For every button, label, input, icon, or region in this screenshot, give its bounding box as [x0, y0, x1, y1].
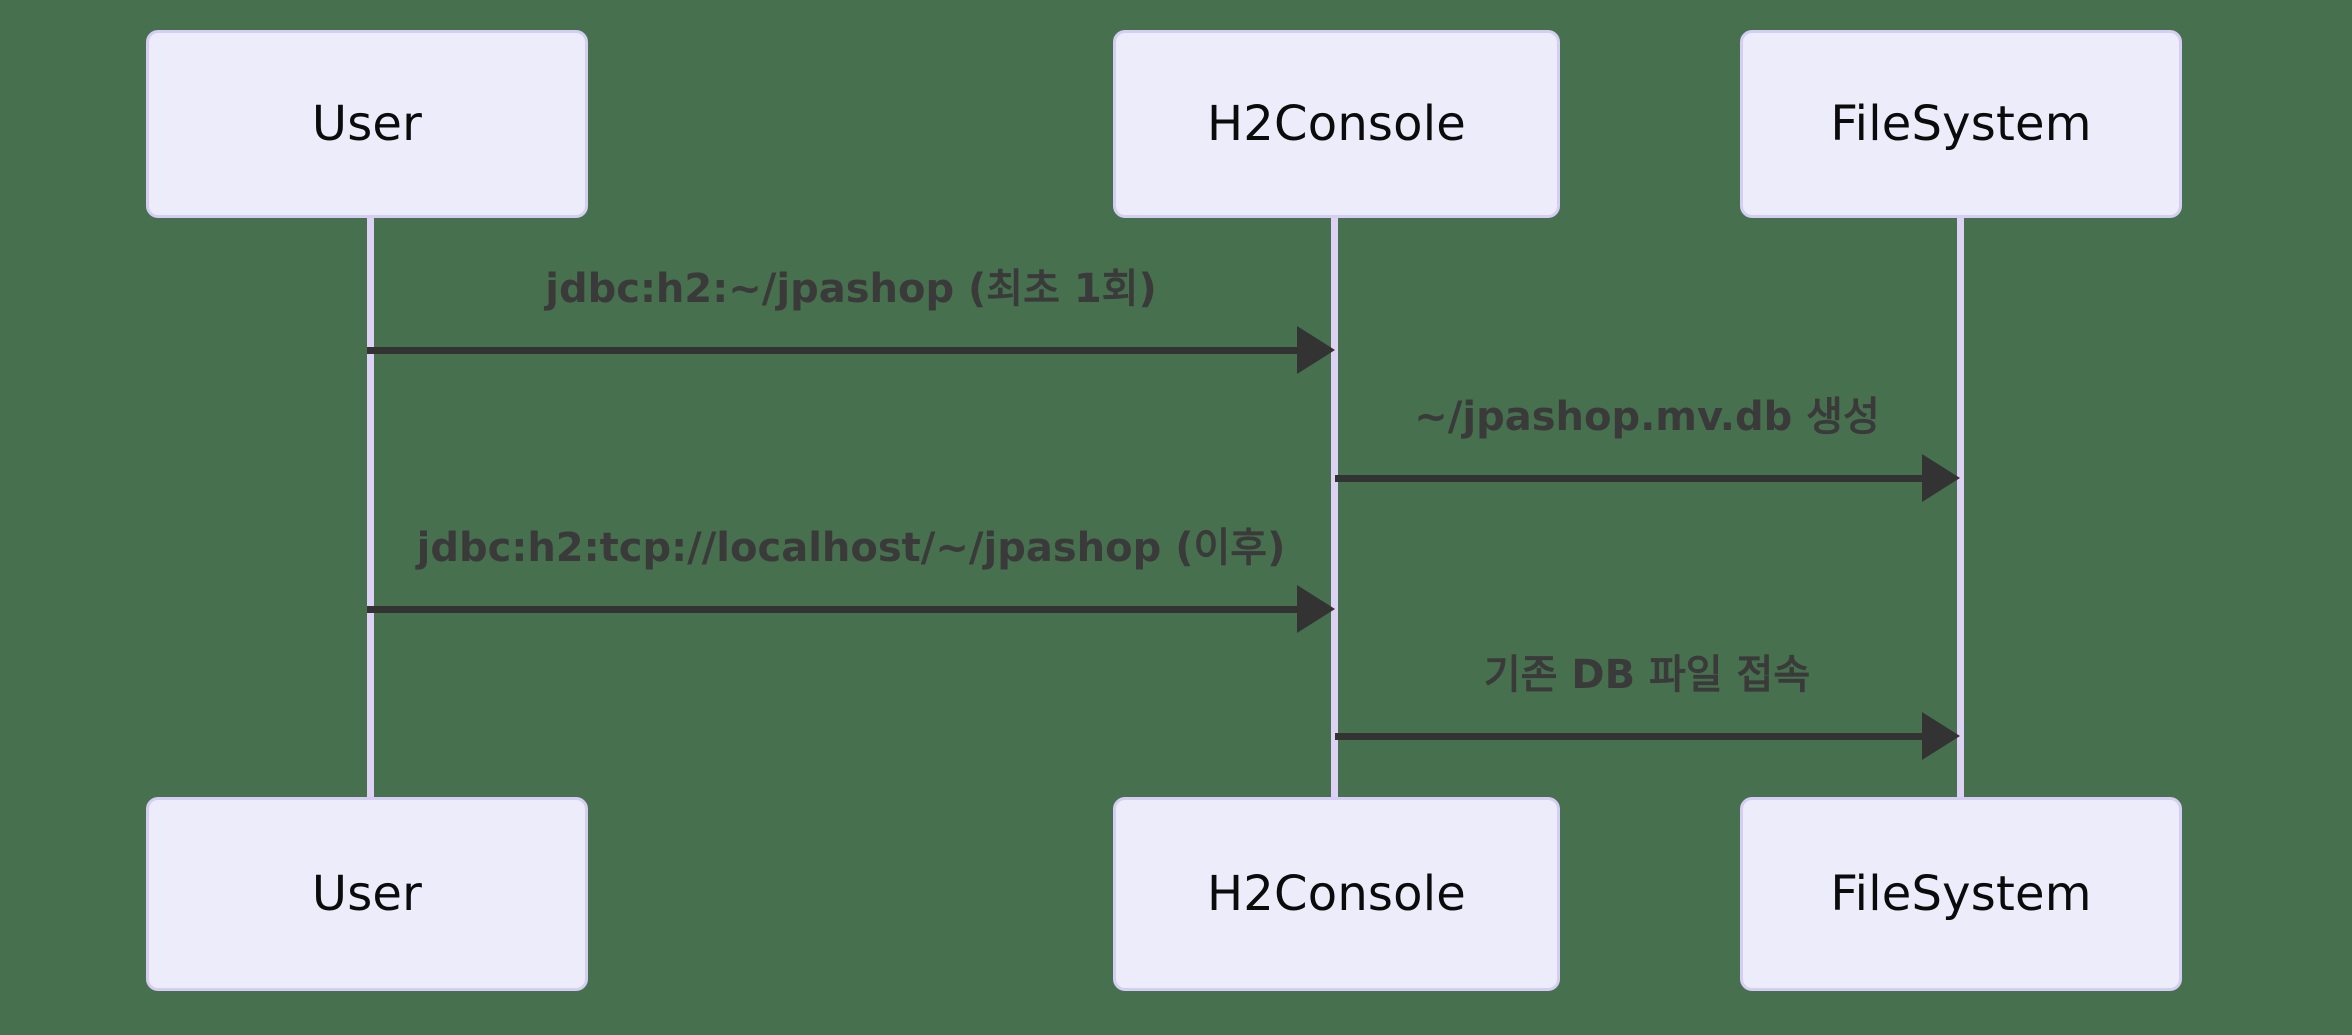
- message-label-1: jdbc:h2:~/jpashop (최초 1회): [545, 266, 1157, 312]
- participant-label-user-bottom: User: [311, 866, 423, 922]
- message-line-1: [367, 347, 1297, 354]
- message-arrowhead-2: [1922, 454, 1960, 502]
- message-label-3: jdbc:h2:tcp://localhost/~/jpashop (이후): [416, 525, 1286, 571]
- participant-box-user-bottom[interactable]: User: [146, 797, 588, 991]
- message-arrowhead-1: [1297, 326, 1335, 374]
- participant-box-h2console-bottom[interactable]: H2Console: [1113, 797, 1560, 991]
- participant-label-filesystem-top: FileSystem: [1830, 96, 2092, 152]
- participant-box-user-top[interactable]: User: [146, 30, 588, 218]
- message-line-3: [367, 606, 1297, 613]
- lifeline-filesystem: [1957, 218, 1964, 797]
- participant-label-filesystem-bottom: FileSystem: [1830, 866, 2092, 922]
- participant-box-filesystem-bottom[interactable]: FileSystem: [1740, 797, 2182, 991]
- participant-box-h2console-top[interactable]: H2Console: [1113, 30, 1560, 218]
- message-label-4: 기존 DB 파일 접속: [1483, 652, 1811, 698]
- message-arrowhead-3: [1297, 585, 1335, 633]
- participant-label-h2console-top: H2Console: [1207, 96, 1466, 152]
- message-label-2: ~/jpashop.mv.db 생성: [1414, 394, 1880, 440]
- participant-box-filesystem-top[interactable]: FileSystem: [1740, 30, 2182, 218]
- participant-label-user-top: User: [311, 96, 423, 152]
- participant-label-h2console-bottom: H2Console: [1207, 866, 1466, 922]
- lifeline-h2console: [1331, 218, 1338, 797]
- message-line-2: [1335, 475, 1922, 482]
- lifeline-user: [367, 218, 374, 797]
- message-line-4: [1335, 733, 1922, 740]
- message-arrowhead-4: [1922, 712, 1960, 760]
